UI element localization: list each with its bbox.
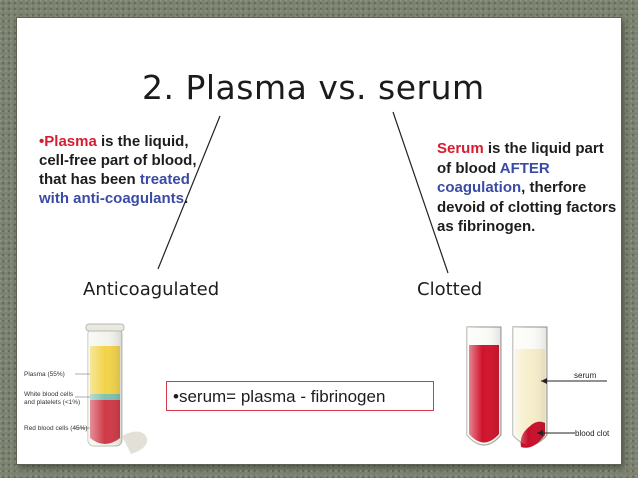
plasma-bullet: • — [39, 133, 45, 150]
plasma-text-1: is the liquid, cell-free part of blood, … — [39, 133, 197, 188]
anticoagulated-label: Anticoagulated — [83, 279, 220, 300]
clotted-label: Clotted — [417, 279, 483, 300]
serum-text-2: , therfore devoid of clotting factors as… — [437, 179, 617, 235]
plasma-text-2: . — [184, 190, 189, 207]
plasma-term: Plasma — [44, 133, 97, 150]
wbc-layer-label-2: and platelets (<1%) — [24, 399, 80, 406]
plasma-definition: •Plasma is the liquid, cell-free part of… — [39, 132, 199, 208]
connector-line-left — [157, 115, 221, 270]
serum-highlight: AFTER coagulation — [437, 159, 550, 197]
rbc-layer-label: Red blood cells (45%) — [24, 425, 88, 432]
blood-clot-tag: blood clot — [575, 429, 610, 438]
clotted-tubes-illustration: serum blood clot — [466, 326, 610, 448]
wbc-layer-label-1: White blood cells — [24, 391, 74, 398]
serum-formula-box: •serum= plasma - fibrinogen — [166, 381, 434, 411]
serum-definition: Serum is the liquid part of blood AFTER … — [437, 139, 621, 237]
connector-line-right — [392, 111, 449, 274]
plasma-highlight: treated with anti-coagulants — [39, 171, 190, 207]
slide: 2. Plasma vs. serum •Plasma is the liqui… — [17, 18, 621, 464]
anticoagulated-tube-illustration: Plasma (55%) White blood cells and plate… — [24, 323, 148, 454]
serum-term: Serum — [437, 140, 484, 157]
slide-title: 2. Plasma vs. serum — [142, 68, 485, 107]
connector-lines — [157, 111, 449, 274]
serum-text-1: is the liquid part of blood — [437, 140, 604, 177]
serum-tag: serum — [574, 371, 597, 380]
plasma-layer-label: Plasma (55%) — [24, 371, 65, 378]
